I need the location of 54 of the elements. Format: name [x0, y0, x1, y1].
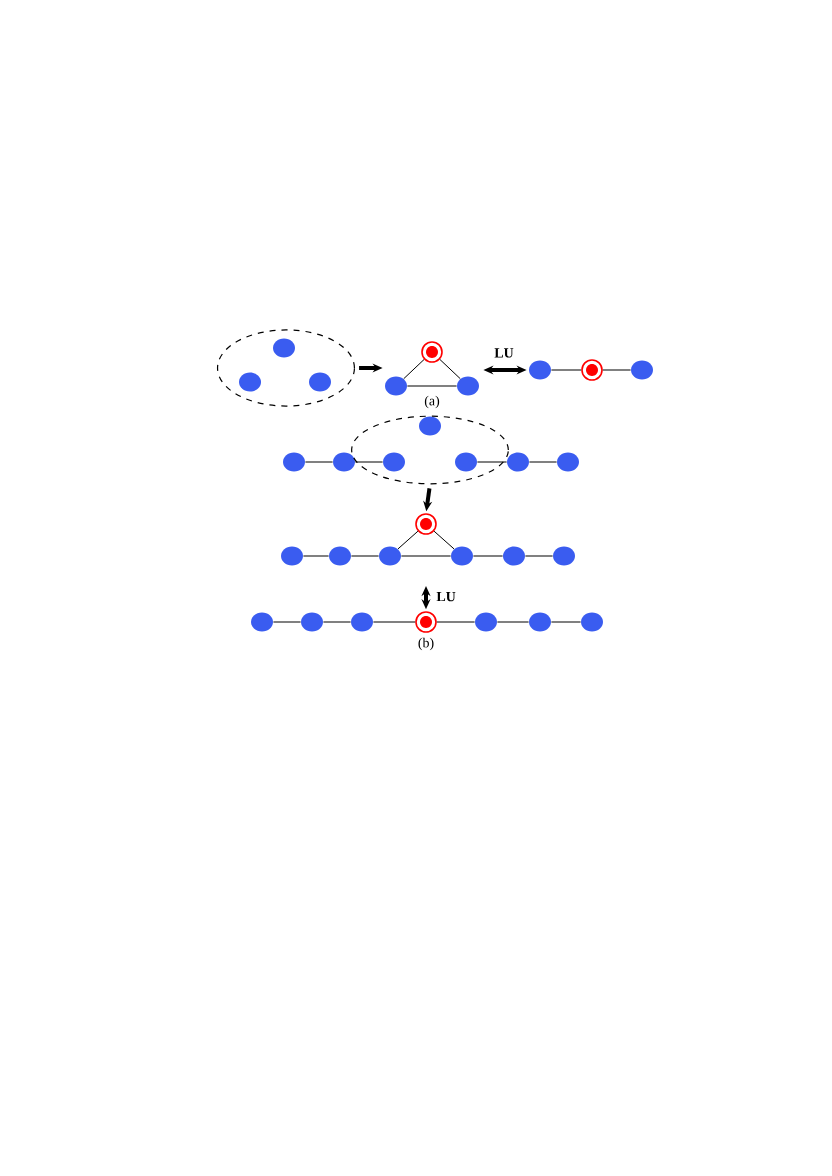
graph-edge — [397, 530, 419, 550]
vertex — [351, 612, 373, 632]
marked-vertex — [421, 341, 443, 363]
graph-edge — [439, 358, 461, 380]
marked-vertex — [415, 513, 437, 535]
graph-edge — [496, 621, 530, 623]
vertex — [457, 376, 479, 396]
marked-vertex — [581, 359, 603, 381]
graph-edge — [602, 369, 632, 371]
vertex — [239, 372, 261, 392]
dashed-ellipse — [216, 329, 356, 407]
graph-edge — [528, 461, 558, 463]
vertex — [301, 612, 323, 632]
graph-edge — [472, 555, 504, 557]
graph-edge — [524, 555, 554, 557]
vertex — [631, 360, 653, 380]
dashed-ellipse — [351, 415, 509, 485]
vertex — [455, 452, 477, 472]
graph-edge — [272, 621, 302, 623]
vertex — [529, 360, 551, 380]
vertex — [419, 416, 441, 436]
vertex — [385, 376, 407, 396]
graph-edge — [400, 555, 452, 557]
vertex — [281, 546, 303, 566]
vertex — [333, 452, 355, 472]
graph-edge — [304, 461, 334, 463]
vertex — [475, 612, 497, 632]
vertex — [451, 546, 473, 566]
graph-edge — [406, 385, 458, 387]
vertex — [557, 452, 579, 472]
graph-edge — [433, 530, 455, 550]
graph-edge — [550, 369, 582, 371]
vertex — [251, 612, 273, 632]
graph-edge — [403, 358, 425, 380]
vertex — [273, 338, 295, 358]
vertex — [329, 546, 351, 566]
marked-vertex — [415, 611, 437, 633]
vertex — [553, 546, 575, 566]
vertex — [581, 612, 603, 632]
vertex — [529, 612, 551, 632]
vertex — [379, 546, 401, 566]
graph-edge — [436, 621, 476, 623]
vertex — [283, 452, 305, 472]
vertex — [507, 452, 529, 472]
graph-edge — [372, 621, 416, 623]
vertex — [309, 372, 331, 392]
graph-edge — [322, 621, 352, 623]
graph-edge — [354, 461, 384, 463]
vertex — [503, 546, 525, 566]
vertex — [383, 452, 405, 472]
graph-edge — [302, 555, 330, 557]
graph-edge — [476, 461, 508, 463]
graph-edge — [350, 555, 380, 557]
graph-edge — [550, 621, 582, 623]
